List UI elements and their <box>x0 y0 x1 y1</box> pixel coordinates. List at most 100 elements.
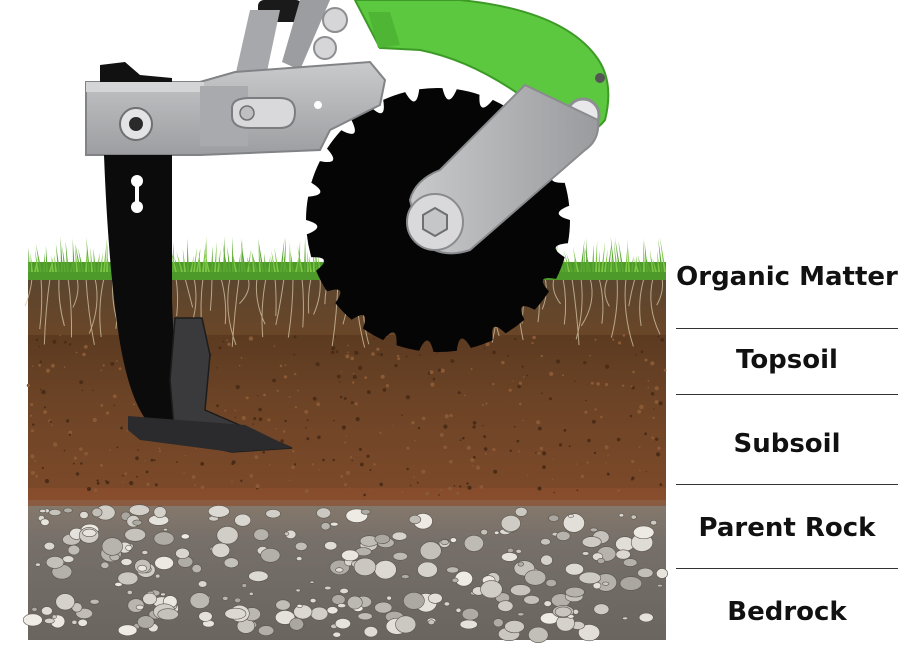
pebble <box>275 610 296 625</box>
grass-blade <box>34 248 39 272</box>
divider <box>676 394 898 395</box>
soil-speck <box>634 354 637 357</box>
pebble <box>142 592 157 606</box>
soil-speck <box>369 469 372 471</box>
grass-blade <box>65 240 69 272</box>
pebble <box>589 527 598 533</box>
soil-speck <box>293 353 296 356</box>
grass-blade <box>190 255 194 272</box>
grass-blade <box>77 248 84 272</box>
pebble <box>543 600 552 607</box>
soil-speck <box>339 395 343 399</box>
pebble <box>507 547 514 553</box>
pebble <box>455 607 462 613</box>
pebble <box>374 601 393 614</box>
soil-speck <box>537 426 542 431</box>
pebble <box>391 531 408 541</box>
soil-speck <box>359 462 364 467</box>
soil-speck <box>639 469 641 472</box>
pebble <box>326 606 339 615</box>
soil-speck <box>96 482 100 485</box>
grass-blade <box>652 257 657 272</box>
soil-speck <box>483 347 486 349</box>
soil-speck <box>596 382 600 386</box>
pebble <box>622 558 638 567</box>
soil-speck <box>234 416 237 419</box>
pebble <box>554 606 572 618</box>
root-strand <box>628 277 636 307</box>
soil-speck <box>350 401 354 404</box>
soil-speck <box>87 487 91 491</box>
soil-speck <box>419 354 422 356</box>
soil-speck <box>109 449 111 452</box>
grass-blade <box>610 236 615 272</box>
soil-speck <box>396 354 400 358</box>
pebble <box>408 514 422 525</box>
grass-blade <box>638 255 642 272</box>
grass-blade <box>49 256 54 272</box>
soil-speck <box>413 476 416 479</box>
soil-speck <box>539 446 544 451</box>
soil-speck <box>421 416 426 421</box>
soil-speck <box>263 393 266 397</box>
pebble <box>114 582 123 587</box>
soil-speck <box>569 339 571 341</box>
soil-speck <box>144 460 146 462</box>
soil-speck <box>443 445 448 450</box>
soil-speck <box>523 376 525 378</box>
grass-blade <box>598 250 600 272</box>
root-strand <box>313 277 321 315</box>
grass-blade <box>628 247 630 272</box>
soil-speck <box>349 456 353 459</box>
soil-speck <box>514 337 517 341</box>
grass-blade <box>280 238 285 272</box>
soil-speck <box>587 438 591 443</box>
soil-speck <box>316 402 321 407</box>
grass-blade <box>222 243 228 272</box>
soil-speck <box>241 415 246 421</box>
grass-blade <box>583 246 585 272</box>
soil-speck <box>347 344 349 347</box>
soil-speck <box>350 356 355 361</box>
soil-speck <box>248 336 254 341</box>
soil-speck <box>32 423 35 426</box>
soil-speck <box>80 462 83 465</box>
soil-speck <box>549 371 554 376</box>
soil-speck <box>240 479 243 482</box>
soil-speck <box>379 482 384 487</box>
soil-speck <box>417 427 421 430</box>
soil-speck <box>429 370 434 375</box>
soil-speck <box>509 449 512 452</box>
pebble <box>602 581 610 586</box>
pebble <box>374 560 397 580</box>
root-strand <box>175 277 179 317</box>
pebble <box>337 603 347 608</box>
soil-speck <box>344 441 347 444</box>
soil-speck <box>184 454 187 457</box>
soil-speck <box>483 447 488 451</box>
root-strand <box>239 277 250 305</box>
pebble <box>211 542 231 558</box>
grass-blade <box>258 241 261 272</box>
grass-blade <box>584 247 591 272</box>
soil-speck <box>416 481 419 484</box>
pebble <box>191 564 202 574</box>
pebble <box>593 603 610 615</box>
soil-speck <box>222 340 225 343</box>
grass-blade <box>176 251 183 272</box>
clay-band <box>28 488 666 506</box>
soil-speck <box>583 361 587 365</box>
soil-speck <box>345 354 350 359</box>
pebble <box>295 588 301 593</box>
pebble <box>91 507 103 518</box>
soil-speck <box>576 489 579 492</box>
soil-speck <box>535 452 537 454</box>
soil-speck <box>317 435 321 440</box>
pebble <box>360 508 371 515</box>
soil-speck <box>83 345 88 349</box>
soil-speck <box>358 447 362 451</box>
soil-speck <box>41 389 46 395</box>
pebble <box>567 514 574 518</box>
pebble <box>480 528 489 536</box>
grass-blade <box>240 239 246 272</box>
